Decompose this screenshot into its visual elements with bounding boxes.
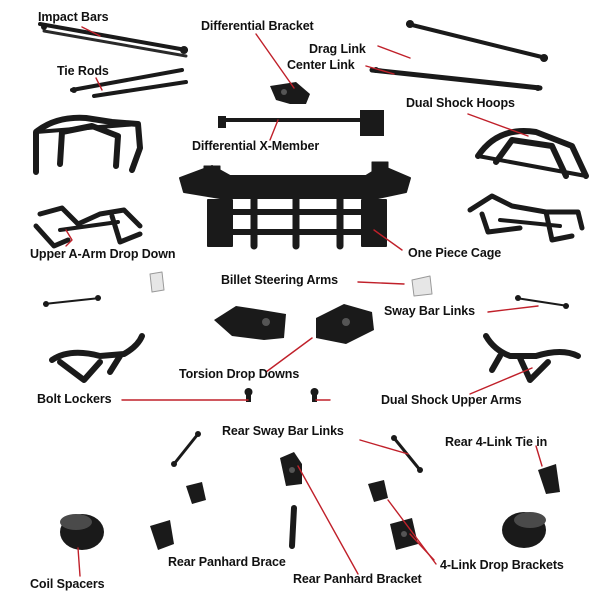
label-differential-x-member: Differential X-Member [192, 139, 320, 153]
small-brackets-part [186, 480, 388, 504]
label-differential-bracket: Differential Bracket [201, 19, 314, 33]
leader-line [469, 367, 533, 395]
four-link-drop-brackets-part [150, 518, 418, 550]
label-impact-bars: Impact Bars [38, 10, 109, 24]
label-drag-link: Drag Link [309, 42, 366, 56]
differential-x-member-part [218, 110, 384, 136]
label-center-link: Center Link [287, 58, 355, 72]
leader-line [297, 465, 359, 575]
rear-4-link-tie-in-part [538, 464, 560, 494]
label-coil-spacers: Coil Spacers [30, 577, 105, 591]
impact-bars-part [38, 22, 188, 58]
leader-line [373, 229, 403, 251]
leader-line [95, 77, 103, 91]
dual-shock-upper-arms-right-part [483, 333, 581, 383]
bolt-lockers-part [244, 388, 319, 402]
leader-line [365, 65, 395, 75]
dual-shock-hoops-right-part [475, 128, 589, 179]
rear-panhard-brace-part [289, 505, 297, 549]
tie-rods-part [70, 68, 188, 98]
one-piece-cage-part [179, 161, 411, 250]
upper-a-arm-drop-down-left-part [33, 205, 143, 249]
label-dual-shock-hoops: Dual Shock Hoops [406, 96, 515, 110]
leader-line [77, 547, 81, 577]
leader-line [81, 26, 101, 37]
dual-shock-upper-arms-left-part [49, 333, 145, 383]
label-four-link-drop-brackets: 4-Link Drop Brackets [440, 558, 564, 572]
leader-line [357, 281, 405, 285]
leader-line [409, 533, 435, 561]
center-link-part [369, 67, 543, 91]
label-bolt-lockers: Bolt Lockers [37, 392, 112, 406]
leader-line [265, 337, 313, 373]
leader-line [487, 305, 539, 313]
leader-line [269, 119, 279, 141]
leader-line [467, 113, 529, 137]
label-upper-a-arm-drop-down: Upper A-Arm Drop Down [30, 247, 176, 261]
dual-shock-hoops-left-part [33, 114, 143, 175]
label-billet-steering-arms: Billet Steering Arms [221, 273, 339, 287]
label-rear-panhard-brace: Rear Panhard Brace [168, 555, 286, 569]
label-rear-sway-bar-links: Rear Sway Bar Links [222, 424, 344, 438]
label-torsion-drop-downs: Torsion Drop Downs [179, 367, 300, 381]
label-one-piece-cage: One Piece Cage [408, 246, 502, 260]
label-sway-bar-links: Sway Bar Links [384, 304, 476, 318]
leader-line [255, 33, 295, 89]
drag-link-part [406, 20, 548, 62]
differential-bracket-part [270, 82, 310, 104]
billet-steering-arms-part [149, 271, 433, 297]
rear-panhard-bracket-part [280, 452, 302, 486]
label-rear-4-link-tie-in: Rear 4-Link Tie in [445, 435, 548, 449]
leader-line [535, 445, 543, 467]
torsion-drop-downs-part [214, 304, 374, 344]
label-rear-panhard-bracket: Rear Panhard Bracket [293, 572, 422, 586]
upper-a-arm-drop-down-right-part [467, 193, 585, 243]
coil-spacers-part [60, 512, 546, 550]
leader-line [65, 229, 73, 247]
leader-line [359, 439, 409, 455]
label-tie-rods: Tie Rods [57, 64, 109, 78]
leader-lines [65, 26, 543, 577]
label-dual-shock-upper-arms: Dual Shock Upper Arms [381, 393, 522, 407]
sway-bar-links-part [43, 295, 569, 309]
leader-line [377, 45, 411, 59]
